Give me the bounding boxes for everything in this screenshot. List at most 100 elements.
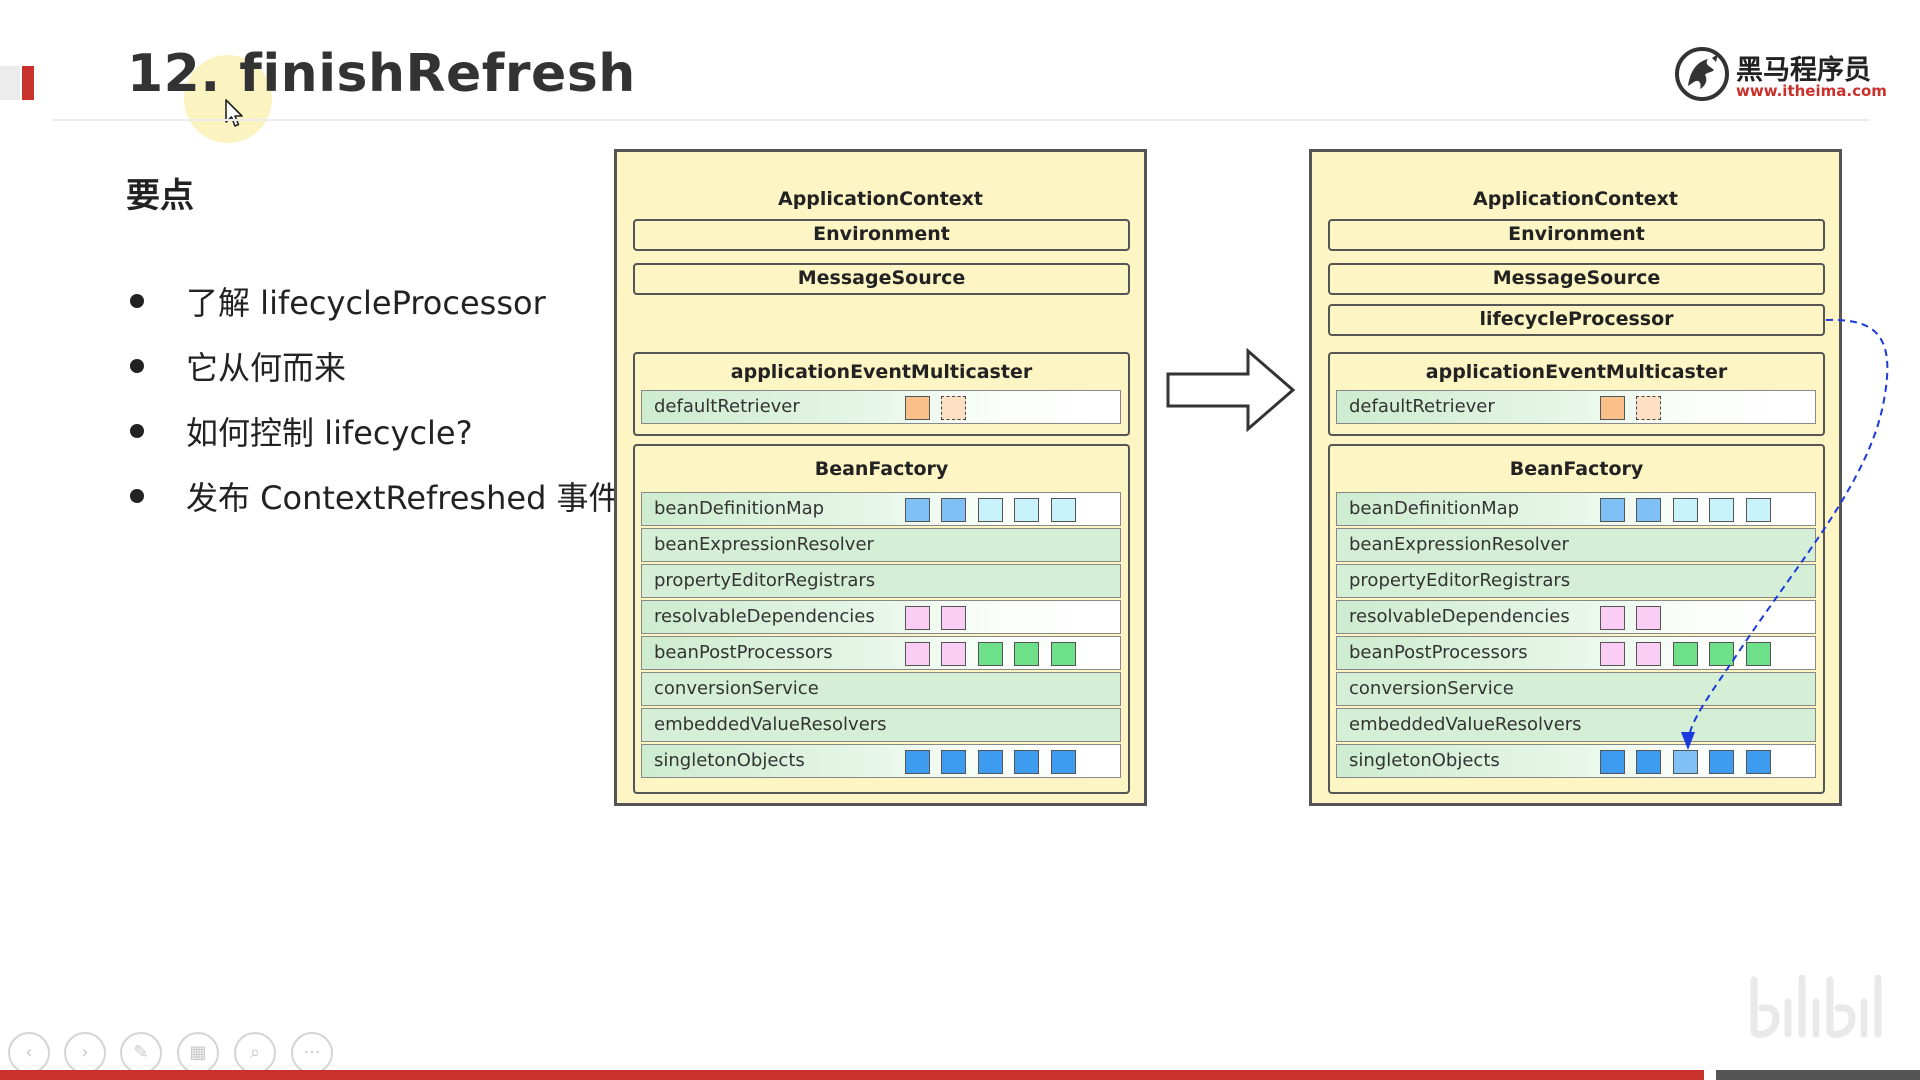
more-icon[interactable]: ··· xyxy=(291,1032,333,1074)
swatch xyxy=(941,606,966,630)
row-label: beanExpressionResolver xyxy=(1349,534,1569,555)
row-label: singletonObjects xyxy=(654,750,805,771)
swatch xyxy=(978,750,1003,774)
default-retriever-row: defaultRetriever xyxy=(1336,390,1816,424)
slides-icon[interactable]: ▦ xyxy=(177,1032,219,1074)
bullet-item: 了解 lifecycleProcessor xyxy=(126,278,546,324)
bean-factory-box: BeanFactory beanDefinitionMap beanExpres… xyxy=(1328,444,1825,794)
row-label: beanDefinitionMap xyxy=(1349,498,1520,519)
footer-progress-bar xyxy=(0,1070,1704,1080)
swatch xyxy=(1673,642,1698,666)
row-label: defaultRetriever xyxy=(654,396,800,417)
swatch xyxy=(1746,642,1771,666)
pen-icon[interactable]: ✎ xyxy=(120,1032,162,1074)
bullet-dot xyxy=(130,424,144,438)
embedded-value-resolvers-row: embeddedValueResolvers xyxy=(1336,708,1816,742)
row-label: conversionService xyxy=(654,678,819,699)
header-divider xyxy=(52,119,1870,121)
property-editor-registrars-row: propertyEditorRegistrars xyxy=(1336,564,1816,598)
swatch xyxy=(1600,498,1625,522)
application-context-label: ApplicationContext xyxy=(1472,188,1679,210)
logo-horse-icon xyxy=(1675,47,1729,101)
multicaster-box: applicationEventMulticaster defaultRetri… xyxy=(1328,352,1825,436)
environment-label: Environment xyxy=(813,223,950,245)
row-label: singletonObjects xyxy=(1349,750,1500,771)
diagram-before: ApplicationContext Environment MessageSo… xyxy=(614,149,1147,806)
environment-box: Environment xyxy=(633,219,1130,251)
bullet-dot xyxy=(130,359,144,373)
footer-bar-end xyxy=(1716,1070,1920,1080)
bullet-text: 了解 lifecycleProcessor xyxy=(186,284,546,322)
bullet-item: 发布 ContextRefreshed 事件 xyxy=(126,473,621,519)
cursor-icon xyxy=(225,99,243,127)
bean-post-processors-row: beanPostProcessors xyxy=(1336,636,1816,670)
row-label: defaultRetriever xyxy=(1349,396,1495,417)
lifecycle-processor-box: lifecycleProcessor xyxy=(1328,304,1825,336)
resolvable-dependencies-row: resolvableDependencies xyxy=(641,600,1121,634)
singleton-objects-row: singletonObjects xyxy=(1336,744,1816,778)
swatch xyxy=(1014,642,1039,666)
swatch xyxy=(1673,750,1698,774)
row-label: embeddedValueResolvers xyxy=(1349,714,1582,735)
diagram-after: ApplicationContext Environment MessageSo… xyxy=(1309,149,1842,806)
swatch xyxy=(1636,750,1661,774)
application-context-label: ApplicationContext xyxy=(777,188,984,210)
singleton-objects-row: singletonObjects xyxy=(641,744,1121,778)
bilibili-watermark xyxy=(1750,974,1882,1038)
environment-label: Environment xyxy=(1508,223,1645,245)
swatch xyxy=(1600,750,1625,774)
bullet-dot xyxy=(130,294,144,308)
row-label: resolvableDependencies xyxy=(1349,606,1570,627)
swatch xyxy=(905,750,930,774)
multicaster-label: applicationEventMulticaster xyxy=(1425,361,1728,383)
row-label: resolvableDependencies xyxy=(654,606,875,627)
default-retriever-row: defaultRetriever xyxy=(641,390,1121,424)
swatch xyxy=(1600,396,1625,420)
message-source-box: MessageSource xyxy=(1328,263,1825,295)
accent-bar xyxy=(22,66,34,100)
message-source-box: MessageSource xyxy=(633,263,1130,295)
swatch xyxy=(1709,750,1734,774)
bean-expression-resolver-row: beanExpressionResolver xyxy=(641,528,1121,562)
swatch xyxy=(941,498,966,522)
row-label: beanDefinitionMap xyxy=(654,498,825,519)
swatch xyxy=(1709,498,1734,522)
conversion-service-row: conversionService xyxy=(1336,672,1816,706)
right-arrow-icon xyxy=(1166,348,1296,432)
swatch xyxy=(941,750,966,774)
bean-factory-label: BeanFactory xyxy=(814,458,949,480)
swatch xyxy=(1673,498,1698,522)
logo-name: 黑马程序员 xyxy=(1736,55,1871,86)
next-icon[interactable]: › xyxy=(64,1032,106,1074)
row-label: propertyEditorRegistrars xyxy=(654,570,876,591)
logo-url: www.itheima.com xyxy=(1736,82,1887,100)
message-source-label: MessageSource xyxy=(1492,267,1661,289)
swatch xyxy=(1051,498,1076,522)
embedded-value-resolvers-row: embeddedValueResolvers xyxy=(641,708,1121,742)
row-label: conversionService xyxy=(1349,678,1514,699)
property-editor-registrars-row: propertyEditorRegistrars xyxy=(641,564,1121,598)
zoom-icon[interactable]: ⌕ xyxy=(234,1032,276,1074)
swatch xyxy=(1600,606,1625,630)
page-title: 12. finishRefresh xyxy=(127,44,636,104)
swatch xyxy=(1636,642,1661,666)
swatch xyxy=(978,498,1003,522)
bean-definition-map-row: beanDefinitionMap xyxy=(641,492,1121,526)
row-label: propertyEditorRegistrars xyxy=(1349,570,1571,591)
prev-icon[interactable]: ‹ xyxy=(8,1032,50,1074)
swatch xyxy=(905,642,930,666)
bullet-item: 它从何而来 xyxy=(126,343,346,389)
accent-bar-faded xyxy=(0,66,20,100)
swatch xyxy=(1746,498,1771,522)
bean-definition-map-row: beanDefinitionMap xyxy=(1336,492,1816,526)
environment-box: Environment xyxy=(1328,219,1825,251)
row-label: embeddedValueResolvers xyxy=(654,714,887,735)
swatch xyxy=(1014,498,1039,522)
swatch xyxy=(1051,642,1076,666)
lifecycle-processor-label: lifecycleProcessor xyxy=(1479,308,1674,330)
swatch xyxy=(905,498,930,522)
swatch xyxy=(905,396,930,420)
swatch xyxy=(941,396,966,420)
bean-post-processors-row: beanPostProcessors xyxy=(641,636,1121,670)
resolvable-dependencies-row: resolvableDependencies xyxy=(1336,600,1816,634)
